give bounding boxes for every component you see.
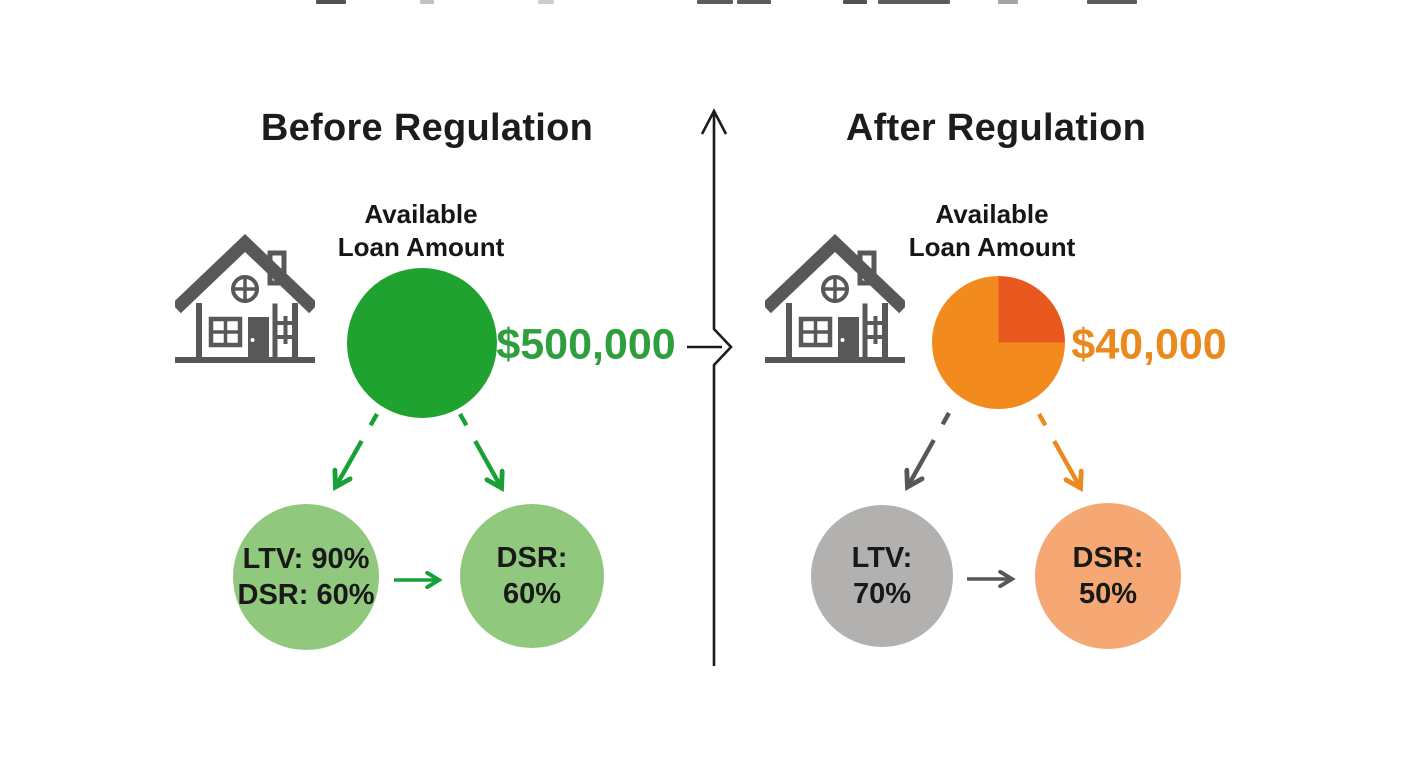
available-loan-circle-before xyxy=(347,268,497,418)
loan-amount-label-line2: Loan Amount xyxy=(337,232,505,262)
limit-line2: DSR: 60% xyxy=(237,579,375,611)
crop-artifact xyxy=(538,0,554,4)
crop-artifact xyxy=(878,0,950,4)
loan-amount-label-line1: Available xyxy=(935,199,1049,229)
divider-axis-arrow xyxy=(687,108,733,666)
loan-amount-label: Available Loan Amount xyxy=(338,198,505,264)
limit-circle-dsr-after: DSR: 50% xyxy=(1035,503,1181,649)
crop-artifact xyxy=(737,0,771,4)
dashed-arrow-green-left xyxy=(336,412,379,486)
crop-artifact xyxy=(1087,0,1137,4)
limit-circle-dsr-before: DSR: 60% xyxy=(460,504,604,648)
limit-circle-ltv-dsr-before: LTV: 90% DSR: 60% xyxy=(233,504,379,650)
limit-line2: 70% xyxy=(852,578,912,610)
dashed-arrow-gray-left xyxy=(908,411,951,486)
crop-artifact xyxy=(420,0,434,4)
crop-artifact xyxy=(697,0,733,4)
limit-line1: DSR: xyxy=(496,542,568,574)
loan-amount-label-line1: Available xyxy=(364,199,478,229)
loan-amount-label-line2: Loan Amount xyxy=(908,232,1076,262)
crop-artifact xyxy=(316,0,346,4)
after-title: After Regulation xyxy=(845,107,1147,149)
loan-amount-value-after: $40,000 xyxy=(1071,320,1227,369)
limit-line2: 60% xyxy=(502,578,562,610)
crop-artifact xyxy=(998,0,1018,4)
house-icon xyxy=(765,233,905,365)
before-title: Before Regulation xyxy=(260,107,594,149)
limit-line1: DSR: xyxy=(1072,542,1144,574)
house-icon xyxy=(175,233,315,365)
dashed-arrow-green-right xyxy=(458,412,501,487)
available-loan-circle-after xyxy=(932,276,1065,409)
limit-line1: LTV: 90% xyxy=(242,543,370,575)
crop-artifact xyxy=(843,0,867,4)
loan-amount-label: Available Loan Amount xyxy=(909,198,1076,264)
limit-circle-ltv-after: LTV: 70% xyxy=(811,505,953,647)
limit-line2: 50% xyxy=(1078,578,1138,610)
dashed-arrow-orange-right xyxy=(1037,412,1080,487)
limit-line1: LTV: xyxy=(851,542,913,574)
loan-amount-value-before: $500,000 xyxy=(496,320,676,369)
